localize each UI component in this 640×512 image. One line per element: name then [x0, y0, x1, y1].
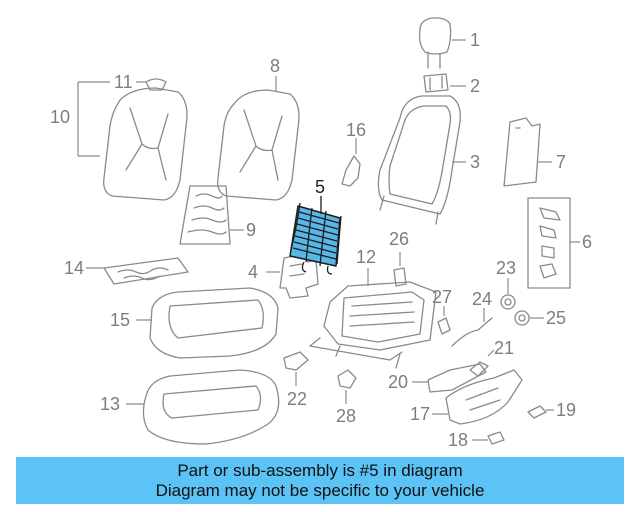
callout-6: 6 — [582, 232, 592, 252]
callout-1: 1 — [470, 30, 480, 50]
callout-21: 21 — [494, 338, 514, 358]
part-info-banner: Part or sub-assembly is #5 in diagram Di… — [16, 457, 624, 504]
part-6-clip-set — [527, 197, 580, 289]
part-27-clip — [437, 306, 451, 335]
part-2-headrest-guide — [423, 73, 466, 93]
part-5-lumbar-support-highlighted — [289, 196, 342, 275]
part-16-hinge-cover — [341, 138, 361, 187]
part-25-bushing — [514, 310, 544, 326]
part-28-bracket — [337, 369, 357, 404]
callout-17: 17 — [410, 404, 430, 424]
part-7-back-board — [503, 117, 552, 187]
seat-parts-diagram: 1 2 3 4 5 6 7 — [50, 17, 592, 450]
callout-15: 15 — [110, 310, 130, 330]
part-21-switch — [469, 349, 495, 377]
part-20-trim — [412, 363, 487, 393]
part-9-heater-pad — [179, 185, 244, 245]
banner-line-1: Part or sub-assembly is #5 in diagram — [177, 461, 463, 480]
callout-7: 7 — [556, 152, 566, 172]
callout-16: 16 — [346, 120, 366, 140]
callout-18: 18 — [448, 430, 468, 450]
part-10-seatback-cover — [77, 81, 188, 201]
callout-22: 22 — [287, 389, 307, 409]
part-22-bracket — [283, 351, 309, 386]
part-23-grommet — [500, 278, 516, 310]
part-12-cushion-frame — [309, 268, 437, 369]
banner-line-2: Diagram may not be specific to your vehi… — [155, 481, 485, 500]
callout-24: 24 — [472, 289, 492, 309]
part-19-cap — [527, 405, 554, 419]
callout-8: 8 — [270, 56, 280, 76]
part-24-cable — [451, 308, 493, 347]
callout-5-highlighted: 5 — [315, 177, 325, 197]
callout-9: 9 — [246, 220, 256, 240]
callout-4: 4 — [248, 262, 258, 282]
callout-10: 10 — [50, 107, 70, 127]
callout-2: 2 — [470, 76, 480, 96]
callout-11: 11 — [114, 72, 133, 92]
callout-23: 23 — [496, 258, 516, 278]
callout-13: 13 — [100, 394, 120, 414]
part-15-cushion-cover — [136, 287, 279, 359]
callout-3: 3 — [470, 152, 480, 172]
callout-25: 25 — [546, 308, 566, 328]
callout-20: 20 — [388, 372, 408, 392]
part-17-side-shield — [432, 369, 523, 425]
part-3-seatback-frame — [377, 95, 466, 225]
callout-19: 19 — [556, 400, 576, 420]
part-11-clip — [136, 78, 167, 91]
callout-14: 14 — [64, 258, 84, 278]
part-26-clip — [393, 252, 407, 287]
part-13-cushion-pad — [126, 369, 280, 445]
callout-12: 12 — [356, 247, 376, 267]
part-18-knob — [472, 431, 505, 445]
part-8-seatback-pad — [217, 76, 300, 201]
callout-28: 28 — [336, 406, 356, 426]
part-1-headrest — [418, 17, 466, 69]
callout-26: 26 — [389, 229, 409, 249]
callout-27: 27 — [432, 287, 452, 307]
part-14-cushion-heater — [86, 257, 189, 285]
